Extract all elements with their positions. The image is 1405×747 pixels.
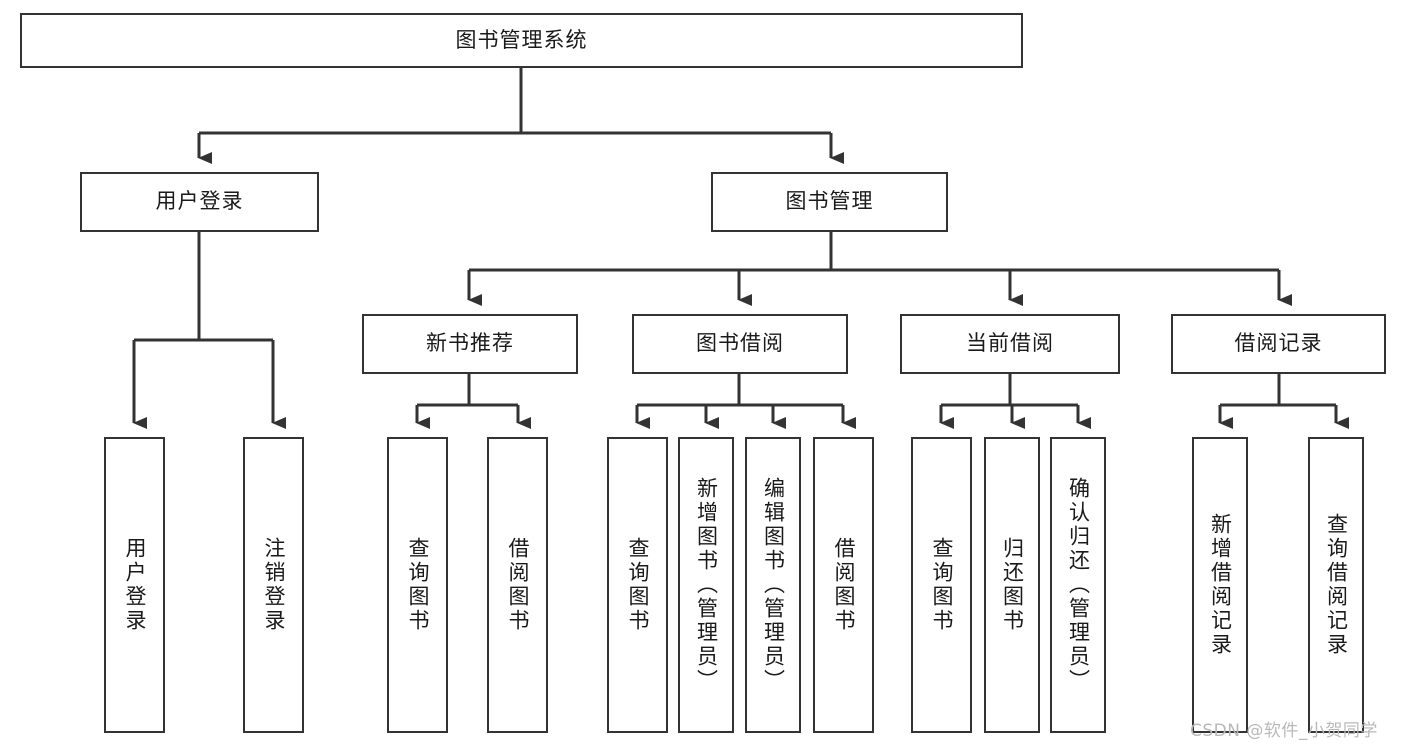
node-leaf-label: 查询图书 [626,537,651,633]
edges-bookmanage-to-level3 [467,232,1292,306]
edges-currentborrow-to-leaves [939,374,1091,429]
edges-bookborrow-to-leaves [635,374,856,429]
node-leaf-query-record[interactable]: 查询借阅记录 [1308,437,1364,733]
node-new-book-rec[interactable]: 新书推荐 [362,314,578,374]
node-new-book-rec-label: 新书推荐 [426,331,514,356]
node-borrow-record[interactable]: 借阅记录 [1171,314,1386,374]
edges-newbookrec-to-leaves [415,374,531,429]
node-leaf-label: 新增借阅记录 [1208,513,1233,657]
node-leaf-label: 借阅图书 [506,537,531,633]
node-current-borrow-label: 当前借阅 [966,331,1054,356]
node-leaf-label: 借阅图书 [832,537,857,633]
node-leaf-borrow-book-b[interactable]: 借阅图书 [813,437,874,733]
node-leaf-label: 查询借阅记录 [1324,513,1349,657]
node-root-label: 图书管理系统 [455,27,588,52]
edges-userlogin-to-leaves [132,232,286,429]
node-user-login[interactable]: 用户登录 [80,172,319,232]
edges-borrowrecord-to-leaves [1218,374,1349,429]
node-leaf-user-login[interactable]: 用户登录 [104,437,165,733]
node-leaf-add-record[interactable]: 新增借阅记录 [1192,437,1248,733]
node-leaf-query-book-c[interactable]: 查询图书 [911,437,972,733]
node-leaf-borrow-book-rec[interactable]: 借阅图书 [487,437,548,733]
node-leaf-confirm-return[interactable]: 确认归还（管理员） [1050,437,1106,733]
node-user-login-label: 用户登录 [155,189,244,214]
node-leaf-label: 新增图书（管理员） [694,477,719,693]
node-book-manage[interactable]: 图书管理 [711,172,948,232]
node-current-borrow[interactable]: 当前借阅 [900,314,1120,374]
node-leaf-query-book-rec[interactable]: 查询图书 [387,437,448,733]
node-leaf-query-book-b[interactable]: 查询图书 [607,437,668,733]
node-leaf-label: 确认归还（管理员） [1066,477,1091,693]
edges-root-to-level2 [197,68,844,164]
node-leaf-label: 查询图书 [406,537,431,633]
node-book-manage-label: 图书管理 [785,189,874,214]
node-borrow-record-label: 借阅记录 [1234,331,1323,356]
node-book-borrow[interactable]: 图书借阅 [632,314,848,374]
csdn-watermark: CSDN @软件_小贺同学 [1190,721,1378,741]
node-root-system[interactable]: 图书管理系统 [20,13,1023,68]
node-leaf-edit-book[interactable]: 编辑图书（管理员） [745,437,801,733]
node-leaf-label: 编辑图书（管理员） [761,477,786,693]
node-leaf-label: 用户登录 [123,537,148,633]
node-leaf-user-logout[interactable]: 注销登录 [243,437,304,733]
node-leaf-return-book[interactable]: 归还图书 [984,437,1040,733]
node-leaf-label: 查询图书 [930,537,955,633]
node-leaf-add-book[interactable]: 新增图书（管理员） [678,437,734,733]
node-leaf-label: 注销登录 [262,537,287,633]
node-leaf-label: 归还图书 [1000,537,1025,633]
node-book-borrow-label: 图书借阅 [696,331,784,356]
